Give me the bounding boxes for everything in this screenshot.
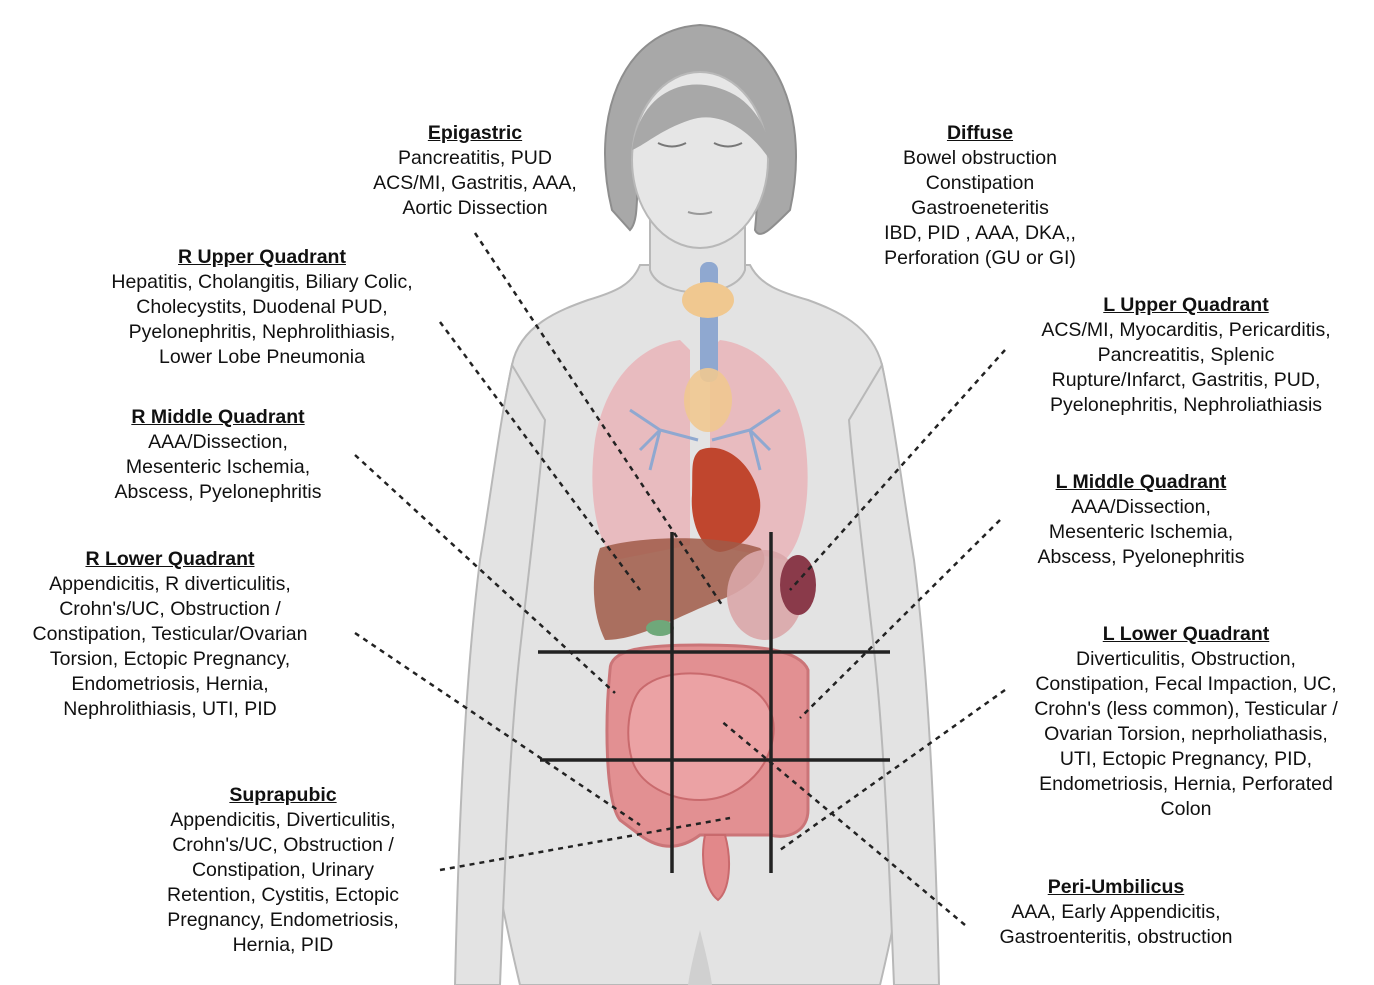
label-title: Diffuse — [845, 121, 1115, 146]
label-title: L Middle Quadrant — [1005, 470, 1277, 495]
label-title: Suprapubic — [138, 783, 428, 808]
label-body: Diverticulitis, Obstruction, Constipatio… — [1000, 647, 1372, 822]
label-l-middle-quadrant: L Middle Quadrant AAA/Dissection, Mesent… — [1005, 470, 1277, 570]
label-peri-umbilicus: Peri-Umbilicus AAA, Early Appendicitis, … — [966, 875, 1266, 950]
label-title: Peri-Umbilicus — [966, 875, 1266, 900]
label-l-upper-quadrant: L Upper Quadrant ACS/MI, Myocarditis, Pe… — [1005, 293, 1367, 418]
label-title: L Lower Quadrant — [1000, 622, 1372, 647]
label-r-middle-quadrant: R Middle Quadrant AAA/Dissection, Mesent… — [82, 405, 354, 505]
label-title: Epigastric — [345, 121, 605, 146]
label-body: ACS/MI, Myocarditis, Pericarditis, Pancr… — [1005, 318, 1367, 418]
label-body: Appendicitis, R diverticulitis, Crohn's/… — [0, 572, 340, 722]
label-body: AAA, Early Appendicitis, Gastroenteritis… — [966, 900, 1266, 950]
label-r-lower-quadrant: R Lower Quadrant Appendicitis, R diverti… — [0, 547, 340, 722]
label-title: R Lower Quadrant — [0, 547, 340, 572]
label-l-lower-quadrant: L Lower Quadrant Diverticulitis, Obstruc… — [1000, 622, 1372, 822]
label-title: L Upper Quadrant — [1005, 293, 1367, 318]
spleen — [780, 555, 816, 615]
label-suprapubic: Suprapubic Appendicitis, Diverticulitis,… — [138, 783, 428, 958]
thymus — [684, 368, 732, 432]
label-body: AAA/Dissection, Mesenteric Ischemia, Abs… — [1005, 495, 1277, 570]
label-diffuse: Diffuse Bowel obstruction Constipation G… — [845, 121, 1115, 271]
label-r-upper-quadrant: R Upper Quadrant Hepatitis, Cholangitis,… — [72, 245, 452, 370]
trachea — [700, 262, 718, 382]
label-body: AAA/Dissection, Mesenteric Ischemia, Abs… — [82, 430, 354, 505]
label-body: Pancreatitis, PUD ACS/MI, Gastritis, AAA… — [345, 146, 605, 221]
label-body: Bowel obstruction Constipation Gastroene… — [845, 146, 1115, 271]
label-body: Appendicitis, Diverticulitis, Crohn's/UC… — [138, 808, 428, 958]
label-epigastric: Epigastric Pancreatitis, PUD ACS/MI, Gas… — [345, 121, 605, 221]
gallbladder — [646, 620, 674, 636]
label-body: Hepatitis, Cholangitis, Biliary Colic, C… — [72, 270, 452, 370]
label-title: R Middle Quadrant — [82, 405, 354, 430]
label-title: R Upper Quadrant — [72, 245, 452, 270]
thyroid — [682, 282, 734, 318]
